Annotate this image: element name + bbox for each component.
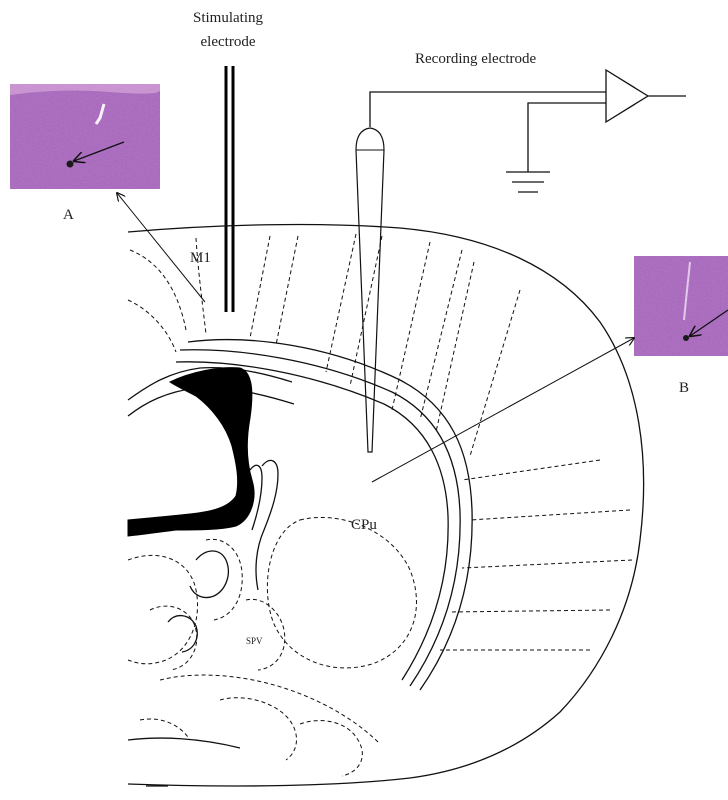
inset-a-lesion-dot	[67, 161, 74, 168]
stimulating-electrode-label-line2: electrode	[201, 34, 256, 50]
cpu-boundary	[267, 517, 416, 667]
stimulating-electrode-label-line1: Stimulating	[193, 10, 264, 26]
cortex-outer-boundary	[128, 225, 644, 786]
ground-icon	[506, 172, 550, 192]
inset-b-image	[634, 256, 728, 356]
reference-wire	[528, 103, 606, 172]
region-label-m1: M1	[190, 250, 211, 266]
region-label-small: SPV	[246, 636, 263, 646]
brain-section	[128, 225, 644, 786]
pointer-m1-to-inset-a	[117, 193, 205, 302]
lateral-ventricle	[128, 368, 254, 536]
recording-wire	[370, 92, 606, 127]
inset-a-label: A	[63, 207, 74, 223]
inset-b-label: B	[679, 380, 689, 396]
inset-a-image	[10, 84, 160, 189]
pointer-cpu-to-inset-b	[372, 338, 634, 482]
inset-b-histology	[634, 256, 728, 356]
recording-pipette	[356, 128, 384, 452]
inset-b-lesion-dot	[683, 335, 689, 341]
amplifier-icon	[606, 70, 648, 122]
region-label-cpu: CPu	[351, 517, 377, 533]
stimulating-electrode	[226, 66, 233, 312]
inset-a-histology	[10, 84, 160, 189]
recording-electrode-label: Recording electrode	[415, 51, 537, 67]
